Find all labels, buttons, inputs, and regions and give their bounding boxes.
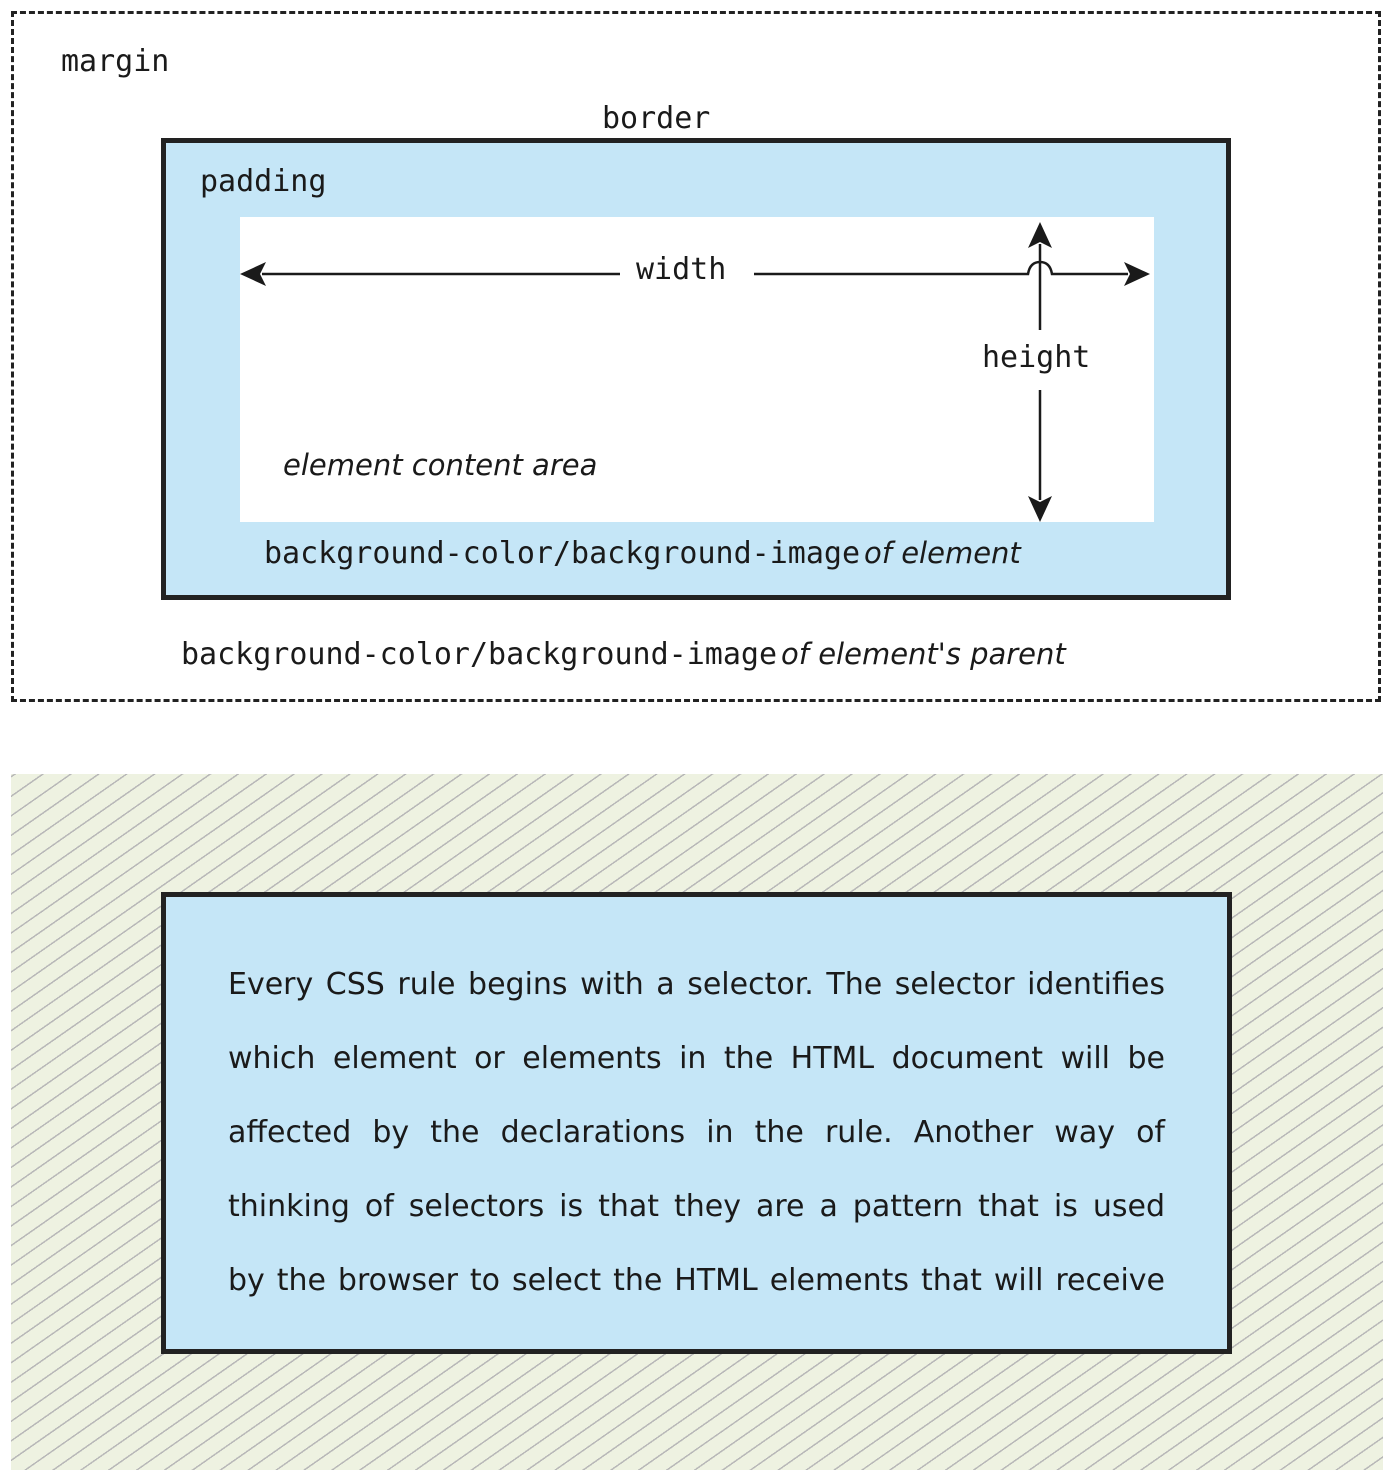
content-area [240, 217, 1154, 522]
example-paragraph: Every CSS rule begins with a selector. T… [228, 948, 1165, 1318]
margin-label: margin [61, 44, 170, 79]
paragraph-line: by the browser to select the HTML elemen… [228, 1263, 1165, 1298]
paragraph-line: Every CSS rule begins with a selector. T… [228, 967, 1165, 1002]
element-bg-code: background-color/background-image [264, 536, 861, 571]
arrowhead-right-icon [1124, 262, 1150, 286]
element-bg-text: of element [864, 536, 1021, 570]
element-background-caption: background-color/background-image of ele… [264, 536, 1021, 571]
width-arrow-right-line [754, 260, 1128, 276]
height-label: height [982, 340, 1091, 375]
parent-background-caption: background-color/background-image of ele… [181, 637, 1066, 672]
content-area-label: element content area [283, 448, 598, 482]
parent-bg-code: background-color/background-image [181, 637, 778, 672]
padding-label: padding [200, 164, 327, 199]
paragraph-line: which element or elements in the HTML do… [228, 1041, 1165, 1076]
arrowhead-up-icon [1028, 222, 1052, 248]
arrowhead-left-icon [240, 262, 266, 286]
arrowhead-down-icon [1028, 496, 1052, 522]
margin-box [11, 11, 1381, 702]
dimension-arrows [240, 222, 1150, 522]
parent-bg-text: of element's parent [781, 637, 1066, 671]
border-label: border [602, 101, 711, 136]
paragraph-line: affected by the declarations in the rule… [228, 1115, 1165, 1150]
paragraph-line: thinking of selectors is that they are a… [228, 1189, 1165, 1224]
example-element-box [161, 892, 1232, 1354]
width-label: width [636, 252, 727, 287]
